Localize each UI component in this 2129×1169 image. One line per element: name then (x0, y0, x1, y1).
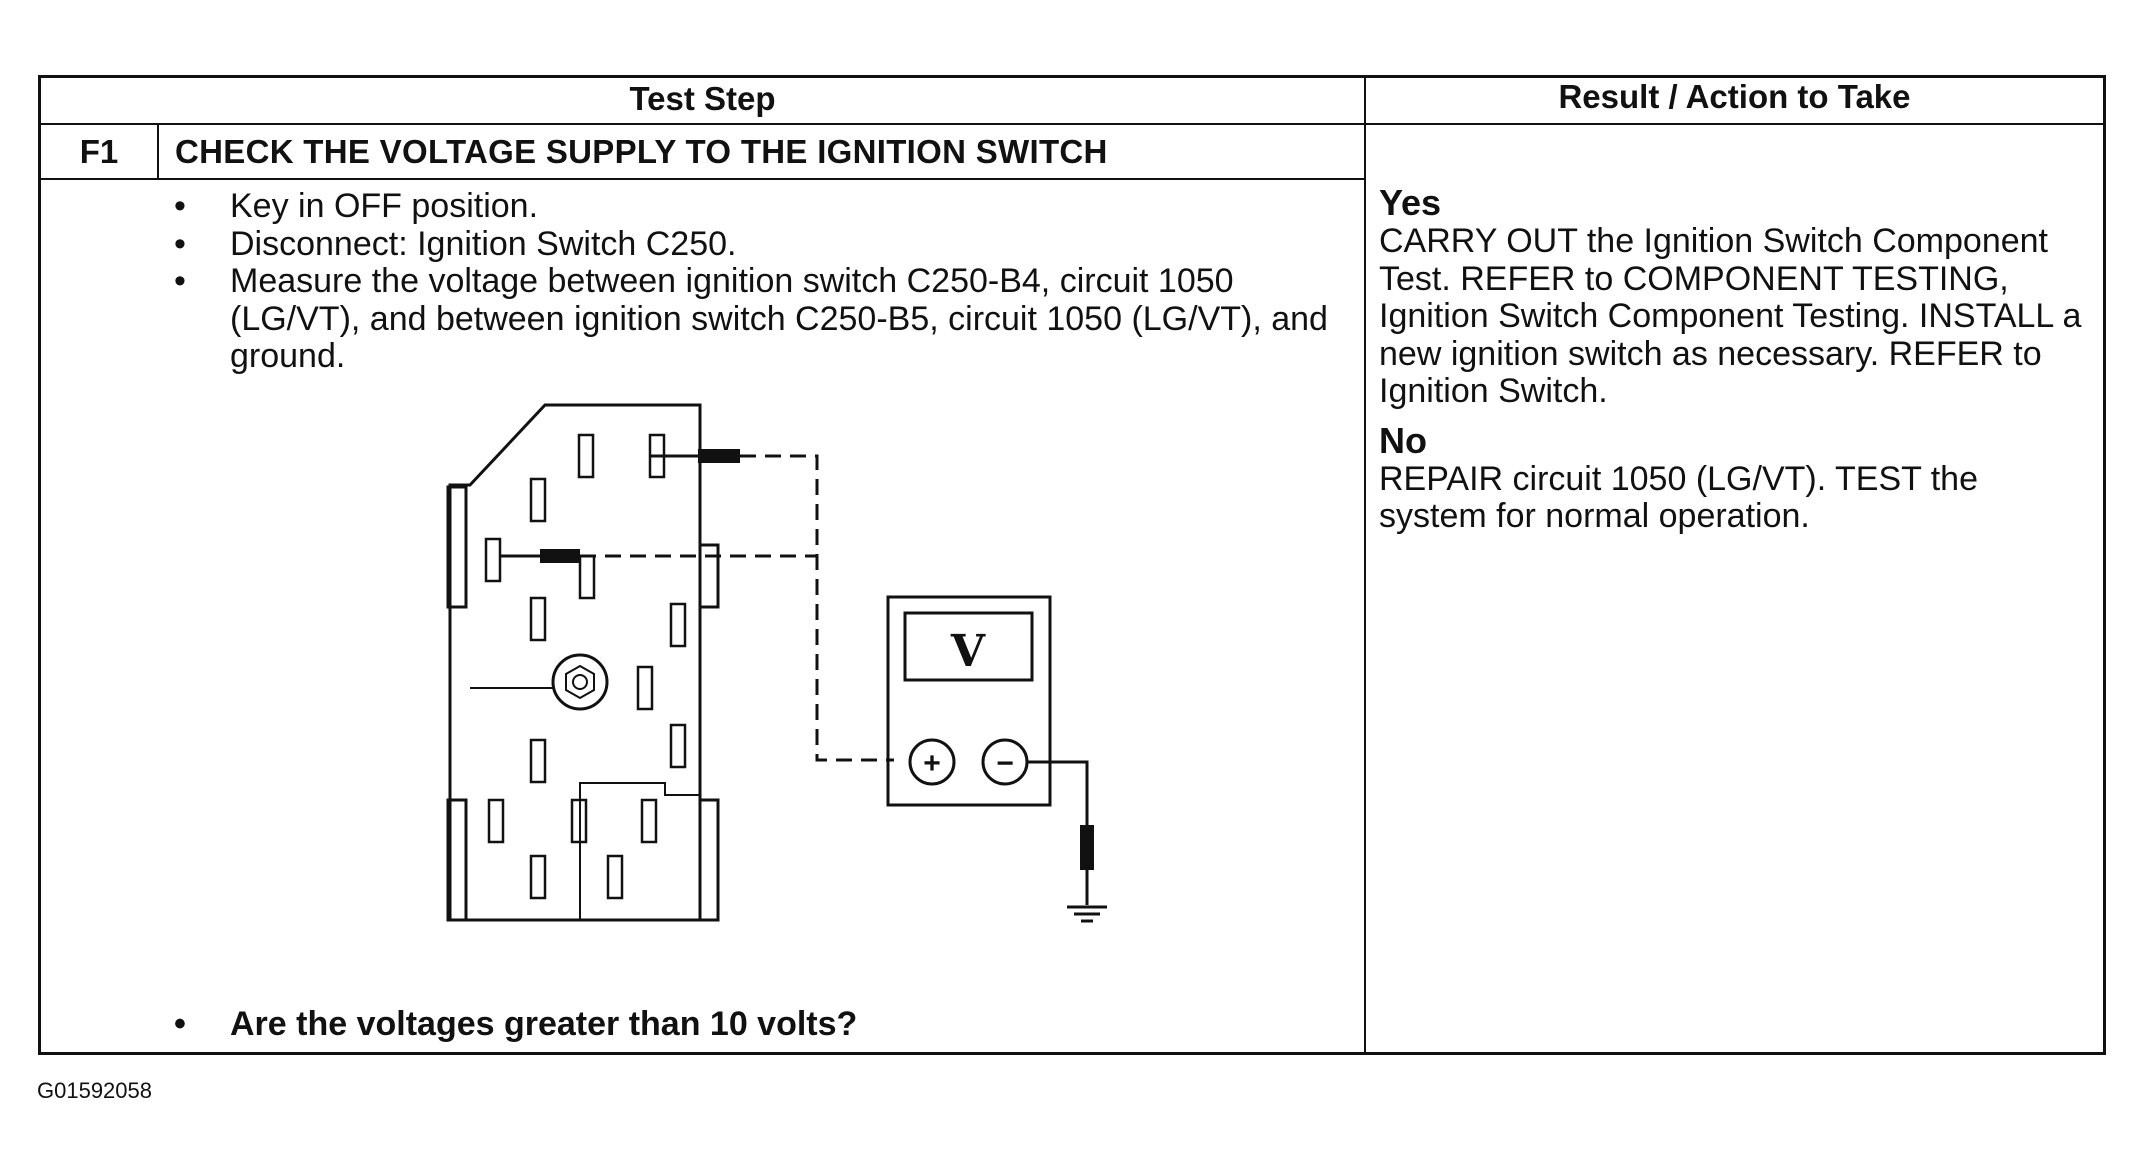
connector-tab-left-top (446, 485, 468, 609)
table-border-bottom (38, 1052, 2106, 1055)
plus-terminal-icon (908, 738, 956, 786)
pin (529, 477, 547, 523)
connector-tab-right-top (698, 543, 720, 609)
pin (606, 854, 624, 900)
list-item: • Key in OFF position. (170, 187, 1330, 226)
bullet-icon: • (174, 224, 186, 263)
pin (640, 798, 658, 844)
question-text: Are the voltages greater than 10 volts? (230, 1005, 858, 1043)
list-item: • Measure the voltage between ignition s… (170, 262, 1330, 376)
table-border-left (38, 75, 41, 1055)
probe-tip-b5 (540, 549, 580, 563)
table-border-right (2103, 75, 2106, 1055)
pin (529, 854, 547, 900)
pin (578, 554, 596, 600)
bullet-icon: • (174, 1005, 186, 1043)
header-result-action: Result / Action to Take (1558, 78, 1911, 115)
voltmeter-display-symbol: V (950, 626, 986, 677)
step-id: F1 (79, 133, 119, 170)
bolt-ring (551, 653, 609, 711)
pin (636, 665, 654, 711)
connector-tab-right-bottom (698, 798, 720, 922)
plus-symbol: + (923, 747, 941, 780)
header-test-step: Test Step (629, 80, 776, 117)
step-title: CHECK THE VOLTAGE SUPPLY TO THE IGNITION… (175, 133, 1108, 170)
step-id-divider (157, 123, 159, 180)
yes-label: Yes (1379, 182, 1442, 223)
pin (570, 798, 588, 844)
pin (669, 723, 687, 769)
probe-tip-b4 (698, 449, 740, 463)
yes-action-text: CARRY OUT the Ignition Switch Component … (1379, 222, 2082, 410)
bullet-icon: • (174, 187, 186, 225)
pin (529, 738, 547, 784)
ground-lead (1027, 760, 1089, 825)
bolt-hex (565, 664, 595, 700)
instruction-text: Disconnect: Ignition Switch C250. (230, 224, 737, 263)
result-column: Yes CARRY OUT the Ignition Switch Compon… (1379, 183, 2094, 536)
table-border-top (38, 75, 2106, 78)
test-lead-b4 (740, 454, 894, 762)
no-label: No (1379, 419, 1427, 461)
connector-tab-left-bottom (446, 798, 468, 922)
voltmeter-display (903, 611, 1034, 682)
ground-probe (1080, 825, 1094, 870)
instruction-text: Key in OFF position. (230, 187, 539, 225)
voltmeter (886, 595, 1052, 807)
connector-inner-block (579, 782, 700, 920)
minus-symbol: − (996, 747, 1014, 780)
figure-code: G01592058 (37, 1078, 152, 1103)
column-divider (1364, 75, 1366, 1055)
list-item: • Disconnect: Ignition Switch C250. (170, 224, 1330, 264)
step-question: • Are the voltages greater than 10 volts… (170, 1004, 1350, 1044)
bolt-center (572, 674, 588, 690)
pin (487, 798, 505, 844)
pin (577, 433, 595, 479)
ignition-switch-diagram: V + − (446, 403, 1107, 923)
instruction-text: Measure the voltage between ignition swi… (230, 262, 1328, 375)
header-divider (38, 123, 2106, 125)
ground-icon (1067, 905, 1107, 923)
bullet-icon: • (174, 262, 186, 300)
no-action-text: REPAIR circuit 1050 (LG/VT). TEST the sy… (1379, 459, 1978, 535)
pin (484, 537, 502, 583)
pin (529, 596, 547, 642)
step-title-divider (38, 178, 1366, 180)
pin (669, 602, 687, 648)
step-instructions: • Key in OFF position. • Disconnect: Ign… (170, 187, 1330, 376)
